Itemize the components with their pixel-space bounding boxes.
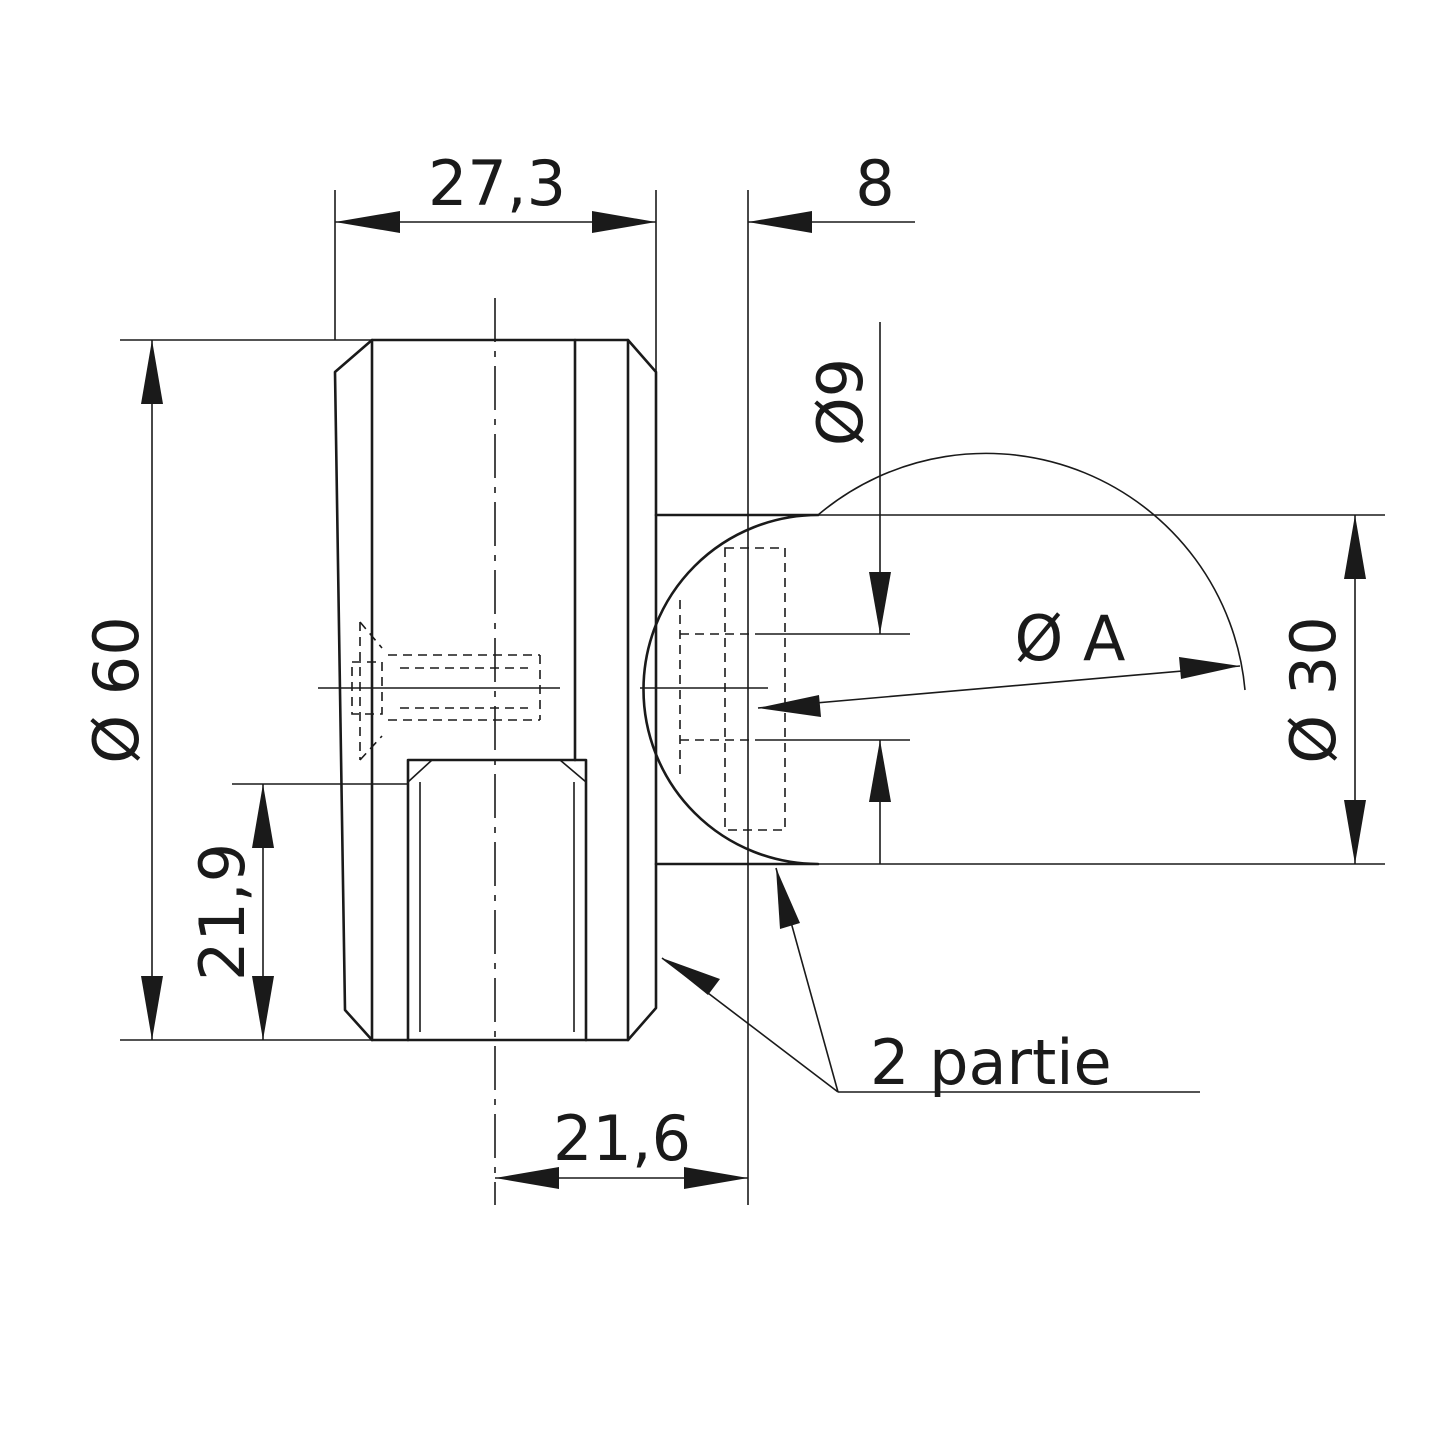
dim-diameter-hole-label: Ø9	[804, 358, 877, 446]
dim-diameter-neck-label: Ø 30	[1277, 616, 1350, 763]
callout-two-parts: 2 partie	[661, 867, 1200, 1099]
dim-offset-top-label: 8	[855, 147, 894, 220]
neck-stud	[640, 513, 820, 866]
dim-width-bottom: 21,6	[495, 1102, 748, 1189]
clamp-body	[333, 338, 658, 1042]
dim-width-top-label: 27,3	[428, 147, 566, 220]
dim-height-slot: 21,9	[186, 784, 274, 1040]
set-screw-hidden	[318, 621, 560, 761]
dim-diameter-outer: Ø 60	[80, 340, 163, 1040]
dim-diameter-A: Ø A	[757, 602, 1241, 717]
dim-width-bottom-label: 21,6	[553, 1102, 691, 1175]
extension-lines	[120, 190, 1385, 1205]
tube-arc	[817, 452, 1246, 691]
dim-offset-top: 8	[748, 147, 915, 233]
dim-diameter-hole: Ø9	[804, 322, 891, 864]
callout-label: 2 partie	[870, 1026, 1112, 1099]
dim-width-top: 27,3	[335, 147, 656, 233]
dim-diameter-A-label: Ø A	[1015, 602, 1126, 675]
dim-diameter-neck: Ø 30	[1277, 515, 1366, 864]
dim-height-slot-label: 21,9	[186, 843, 259, 981]
dim-diameter-outer-label: Ø 60	[80, 616, 153, 763]
